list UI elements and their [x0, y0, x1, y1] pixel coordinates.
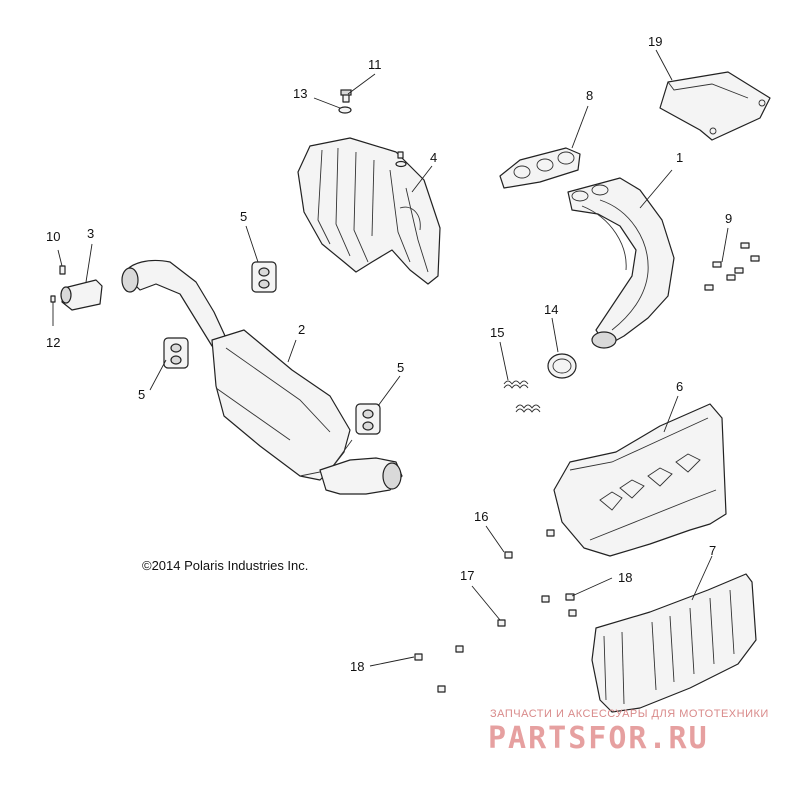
part-15-spring-upper: [503, 380, 529, 389]
callout-3: 3: [87, 226, 94, 241]
fastener-near-6: [546, 529, 555, 537]
part-18-nut-left: [414, 645, 464, 693]
part-5-isolator-right: [355, 403, 381, 435]
part-15-spring-lower: [515, 404, 541, 413]
part-5-isolator-left: [163, 337, 189, 369]
part-10-screw: [59, 265, 66, 275]
callout-8: 8: [586, 88, 593, 103]
part-5-isolator-upper: [251, 261, 277, 293]
callout-19: 19: [648, 34, 662, 49]
part-2-muffler: [121, 259, 403, 495]
callout-5-right: 5: [397, 360, 404, 375]
watermark: ЗАПЧАСТИ И АКСЕССУАРЫ ДЛЯ МОТОТЕХНИКИ PA…: [488, 708, 769, 756]
part-14-clamp: [547, 353, 577, 379]
part-19-heat-shield: [659, 71, 771, 141]
callout-1: 1: [676, 150, 683, 165]
callout-2: 2: [298, 322, 305, 337]
fastener-near-4: [395, 151, 407, 168]
callout-10: 10: [46, 229, 60, 244]
callout-18-left: 18: [350, 659, 364, 674]
callout-17: 17: [460, 568, 474, 583]
part-1-manifold: [567, 177, 675, 349]
callout-5-upper: 5: [240, 209, 247, 224]
part-18-nut-right: [541, 593, 577, 617]
callout-4: 4: [430, 150, 437, 165]
part-8-gasket: [499, 147, 581, 189]
callout-11: 11: [368, 57, 382, 72]
part-12-screw: [50, 295, 56, 303]
watermark-tagline: ЗАПЧАСТИ И АКСЕССУАРЫ ДЛЯ МОТОТЕХНИКИ: [490, 708, 769, 720]
callout-6: 6: [676, 379, 683, 394]
part-13-washer: [338, 106, 352, 114]
part-6-heat-shield: [553, 403, 727, 557]
callout-15: 15: [490, 325, 504, 340]
part-3-tailpipe-tip: [60, 279, 103, 311]
part-11-bolt: [340, 89, 352, 103]
watermark-logo: PARTSFOR.RU: [488, 721, 709, 756]
callout-14: 14: [544, 302, 558, 317]
callout-12: 12: [46, 335, 60, 350]
callout-labels: 1 2 3 4 5 5 5 6 7 8 9 10 11 12 13 14 15 …: [46, 34, 732, 674]
copyright-notice: ©2014 Polaris Industries Inc.: [142, 558, 308, 573]
callout-18-right: 18: [618, 570, 632, 585]
callout-7: 7: [709, 543, 716, 558]
part-9-bolts: [704, 242, 760, 291]
part-16-bolt: [504, 551, 513, 559]
callout-5-left: 5: [138, 387, 145, 402]
leader-lines: [52, 49, 729, 667]
part-4-heat-shield: [297, 137, 441, 285]
part-17-bolt: [497, 619, 506, 627]
callout-9: 9: [725, 211, 732, 226]
callout-16: 16: [474, 509, 488, 524]
part-7-heat-shield: [591, 573, 757, 713]
callout-13: 13: [293, 86, 307, 101]
